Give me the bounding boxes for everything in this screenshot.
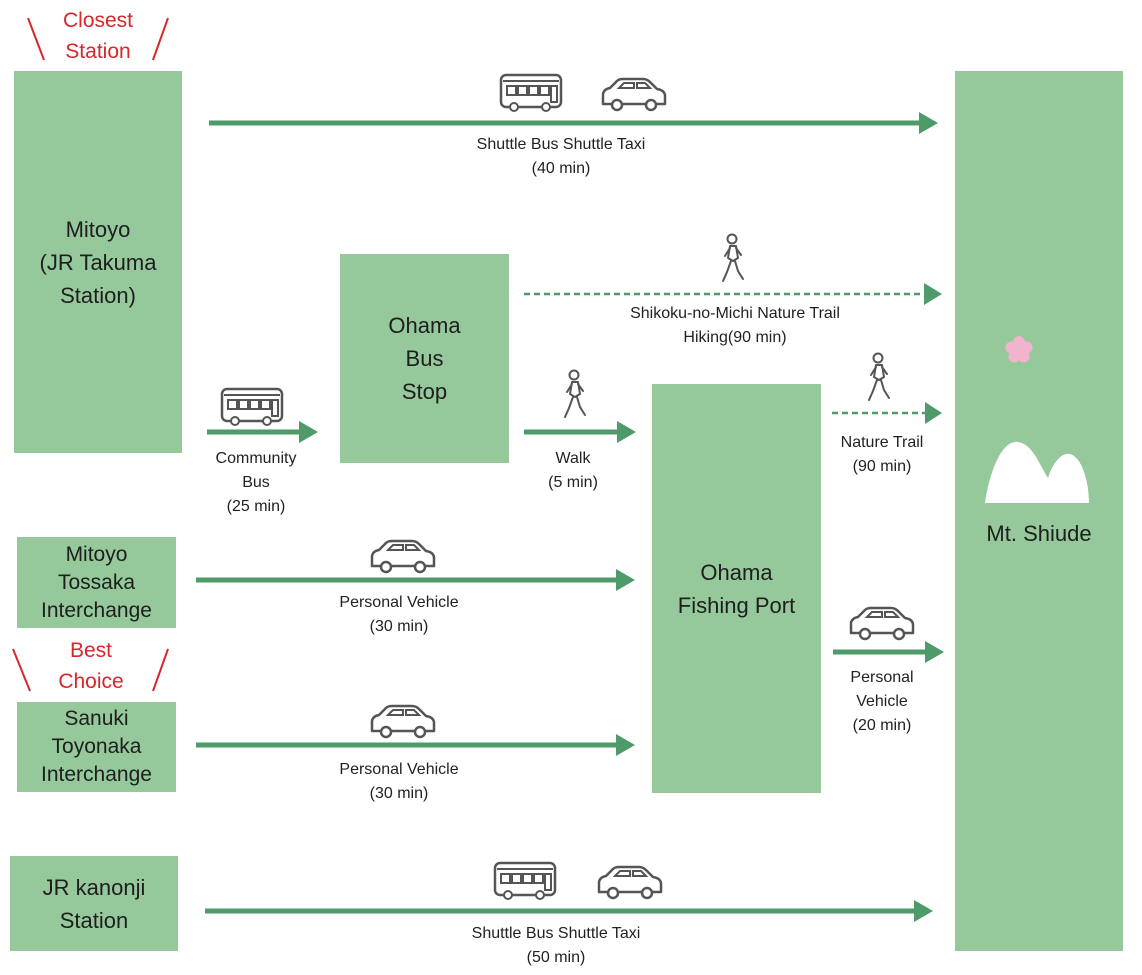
tossaka-interchange-box: Mitoyo Tossaka Interchange [17,537,176,628]
walker-icon [722,233,744,282]
mitoyo-station-label: Mitoyo (JR Takuma Station) [39,216,157,308]
arrow-kanonji-to-shiude [205,900,933,922]
best-left-slash [12,648,31,692]
route-toyonaka-car-label: Personal Vehicle (30 min) [339,761,459,802]
walker-icon [564,369,586,418]
route-nature-trail-label: Nature Trail (90 min) [840,434,924,475]
ohama-fishing-port-label: Ohama Fishing Port [677,559,796,618]
bus-icon [499,73,563,113]
car-icon [849,606,915,641]
bus-icon [493,861,557,901]
sakura-icon [1005,336,1033,363]
arrow-community-bus [207,421,318,443]
mt-shiude-label: Mt. Shiude [986,521,1092,546]
route-community-bus-label: Community Bus (25 min) [215,450,297,515]
best-right-slash [152,648,169,692]
closest-station-badge: Closest Station [62,9,134,63]
mitoyo-station-box: Mitoyo (JR Takuma Station) [14,71,182,453]
car-icon [370,539,436,574]
ohama-bus-stop-box: Ohama Bus Stop [340,254,509,463]
closest-left-slash [27,17,45,61]
kanonji-station-label: JR kanonji Station [42,874,146,933]
car-icon [370,704,436,739]
route-tossaka-car-label: Personal Vehicle (30 min) [339,594,459,635]
car-icon [601,77,667,112]
best-choice-badge: Best Choice [58,639,124,693]
bus-icon [220,387,284,427]
arrow-mitoyo-to-shiude [209,112,938,134]
route-kanonji-direct-label: Shuttle Bus Shuttle Taxi (50 min) [471,925,641,966]
route-port-car-label: Personal Vehicle (20 min) [850,669,914,734]
arrow-toyonaka-to-port [196,734,635,756]
ohama-fishing-port-box: Ohama Fishing Port [652,384,821,793]
car-icon [597,865,663,900]
walker-icon [868,352,890,401]
kanonji-station-box: JR kanonji Station [10,856,178,951]
arrow-port-to-shiude [833,641,944,663]
mt-shiude-box: Mt. Shiude [955,71,1123,951]
route-hiking-label: Shikoku-no-Michi Nature Trail Hiking(90 … [630,305,840,346]
toyonaka-interchange-label: Sanuki Toyonaka Interchange [41,707,152,786]
route-mitoyo-direct-label: Shuttle Bus Shuttle Taxi (40 min) [476,136,646,177]
closest-right-slash [152,17,169,61]
arrow-tossaka-to-port [196,569,635,591]
route-walk-label: Walk (5 min) [548,450,598,491]
ohama-bus-stop-label: Ohama Bus Stop [388,313,461,404]
arrow-nature-trail [832,402,942,424]
mountain-icon [985,441,1089,503]
tossaka-interchange-label: Mitoyo Tossaka Interchange [41,542,152,622]
toyonaka-interchange-box: Sanuki Toyonaka Interchange [17,702,176,792]
arrow-hiking-trail [524,283,942,305]
arrow-walk [524,421,636,443]
